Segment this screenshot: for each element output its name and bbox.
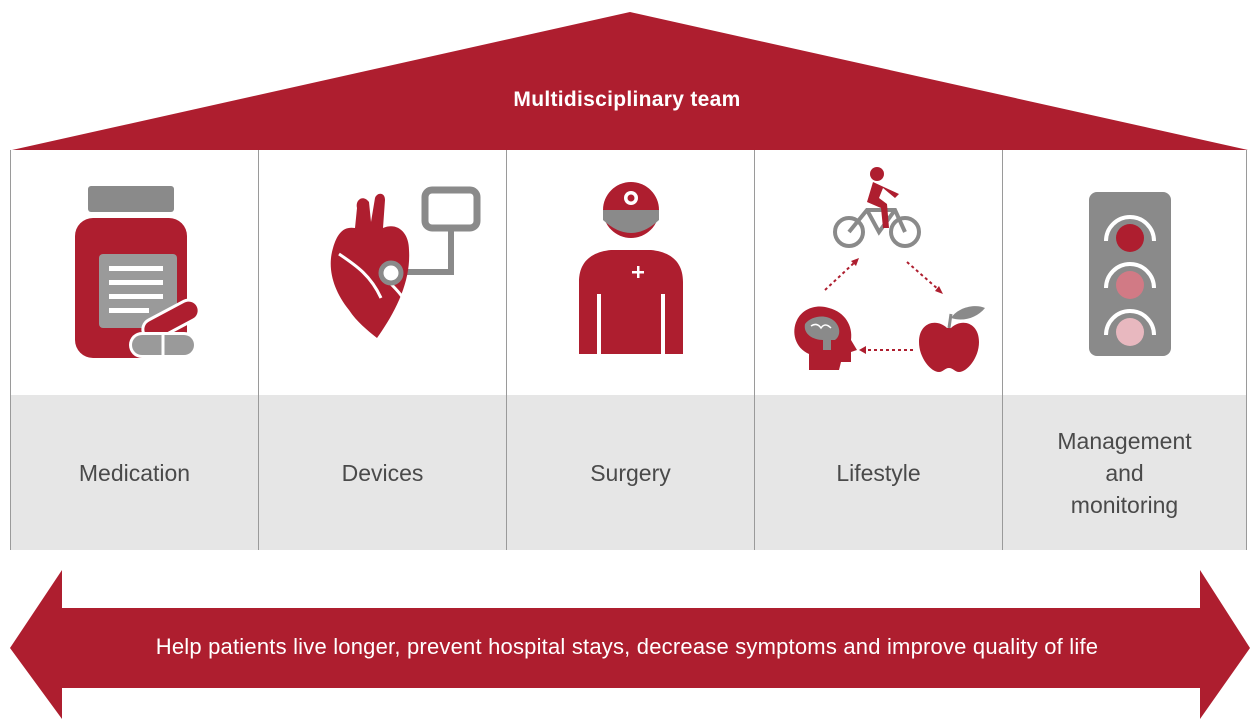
pillar-label-surgery: Surgery <box>590 459 671 486</box>
pillar-icon-area <box>755 150 1002 395</box>
goal-text: Help patients live longer, prevent hospi… <box>155 634 1099 659</box>
pillar-management: Management and monitoring <box>1003 150 1247 550</box>
pillar-label-area: Management and monitoring <box>1003 395 1246 550</box>
pillar-surgery: Surgery <box>507 150 755 550</box>
pillar-icon-area <box>11 150 258 395</box>
pillar-medication: Medication <box>10 150 259 550</box>
pillar-label-area: Surgery <box>507 395 754 550</box>
pillar-label-medication: Medication <box>78 459 191 486</box>
pillar-label-area: Lifestyle <box>755 395 1002 550</box>
heart-device-icon <box>330 186 481 338</box>
pillar-icon-area <box>259 150 506 395</box>
brain-head-icon <box>794 306 857 370</box>
pillar-label-devices: Devices <box>341 459 424 486</box>
pillars-row: Medication Devices <box>10 150 1247 550</box>
pillar-label-lifestyle: Lifestyle <box>836 459 921 486</box>
pillar-label-area: Devices <box>259 395 506 550</box>
pillar-icon-area <box>507 150 754 395</box>
roof-triangle <box>12 12 1248 150</box>
pillar-label-management: Management and monitoring <box>1057 427 1192 518</box>
apple-icon <box>919 306 985 372</box>
medicine-bottle-icon <box>75 186 201 358</box>
traffic-light-icon <box>1089 192 1171 356</box>
lifestyle-cycle-icon <box>794 167 985 372</box>
pillar-icon-area <box>1003 150 1246 395</box>
surgeon-icon <box>579 182 683 354</box>
bicycle-icon <box>833 167 921 248</box>
roof-title: Multidisciplinary team <box>513 88 741 111</box>
goal-double-arrow <box>10 570 1250 719</box>
pillar-devices: Devices <box>259 150 507 550</box>
pillar-lifestyle: Lifestyle <box>755 150 1003 550</box>
pillar-label-area: Medication <box>11 395 258 550</box>
